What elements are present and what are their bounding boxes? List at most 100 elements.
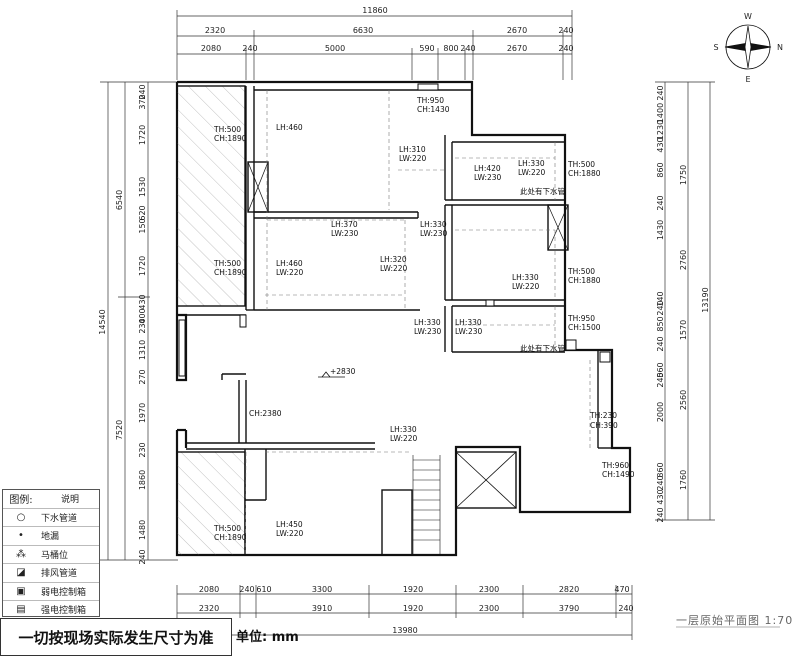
svg-text:E: E	[745, 75, 750, 84]
svg-text:7520: 7520	[115, 420, 124, 440]
svg-text:N: N	[777, 43, 783, 52]
svg-text:2000: 2000	[656, 402, 665, 422]
svg-text:240: 240	[656, 300, 665, 315]
weak-box-icon: ▣	[16, 585, 26, 597]
svg-text:LH:330: LH:330	[420, 220, 447, 229]
svg-text:CH:1880: CH:1880	[568, 169, 601, 178]
svg-text:2300: 2300	[479, 585, 499, 594]
svg-text:14540: 14540	[98, 309, 107, 334]
right-dimension-texts: 13190 1750 2760 1570 2560 1760 240 1400 …	[656, 85, 710, 522]
beam-lines	[244, 90, 591, 556]
svg-text:560: 560	[656, 362, 665, 377]
legend-item-label: 排风管道	[41, 569, 78, 580]
svg-text:LH:320: LH:320	[380, 255, 407, 264]
legend-item: ◪ 排风管道	[3, 563, 99, 582]
svg-text:430: 430	[656, 489, 665, 504]
svg-text:240: 240	[138, 549, 147, 564]
svg-text:LW:220: LW:220	[399, 154, 427, 163]
svg-text:2300: 2300	[479, 604, 499, 613]
svg-text:240: 240	[656, 475, 665, 490]
legend-item-label: 弱电控制箱	[41, 587, 87, 598]
svg-text:2320: 2320	[199, 604, 219, 613]
svg-text:620: 620	[138, 205, 147, 220]
svg-text:240: 240	[656, 372, 665, 387]
svg-text:1720: 1720	[138, 256, 147, 276]
compass-icon	[724, 24, 772, 70]
svg-text:240: 240	[239, 585, 254, 594]
svg-text:5000: 5000	[325, 44, 345, 53]
legend-panel: 图例: 说明 ○ 下水管道 • 地漏 ⁂ 马桶位 ◪ 排风管道 ▣ 弱电控制箱 …	[2, 489, 100, 617]
svg-text:240: 240	[656, 85, 665, 100]
top-dimensions	[176, 10, 573, 80]
svg-text:LW:230: LW:230	[414, 327, 442, 336]
svg-text:TH:500: TH:500	[213, 125, 241, 134]
legend-item: ▤ 强电控制箱	[3, 600, 99, 619]
svg-text:3300: 3300	[312, 585, 332, 594]
svg-text:LH:330: LH:330	[518, 159, 545, 168]
svg-text:2670: 2670	[507, 44, 527, 53]
svg-text:此处有下水管: 此处有下水管	[520, 343, 565, 353]
svg-text:2080: 2080	[199, 585, 219, 594]
svg-text:400: 400	[138, 308, 147, 323]
svg-text:LH:420: LH:420	[474, 164, 501, 173]
svg-text:610: 610	[256, 585, 271, 594]
svg-text:2670: 2670	[507, 26, 527, 35]
svg-text:1720: 1720	[138, 125, 147, 145]
svg-text:240: 240	[558, 44, 573, 53]
compass-letters: W E S N	[713, 12, 783, 84]
svg-text:230: 230	[138, 442, 147, 457]
svg-text:CH:390: CH:390	[590, 421, 618, 430]
svg-text:TH:500: TH:500	[213, 524, 241, 533]
left-dimension-texts: 14540 6540 7520 240 370 1720 1530 620 15…	[98, 84, 147, 564]
svg-text:240: 240	[656, 195, 665, 210]
svg-text:150: 150	[138, 218, 147, 233]
svg-text:LW:230: LW:230	[420, 229, 448, 238]
legend-item-label: 下水管道	[41, 513, 78, 524]
svg-text:1860: 1860	[138, 470, 147, 490]
svg-text:140: 140	[656, 291, 665, 306]
top-dimension-texts: 11860 2320 6630 2670 240 2080 240 5000 5…	[201, 6, 574, 53]
units-label: 单位: mm	[236, 630, 299, 645]
room-labels: TH:500 CH:1890 LH:460 TH:950 CH:1430 LH:…	[213, 96, 635, 542]
svg-text:430: 430	[656, 137, 665, 152]
svg-text:LW:220: LW:220	[518, 168, 546, 177]
svg-text:LH:460: LH:460	[276, 123, 303, 132]
right-dimensions	[655, 81, 715, 521]
svg-text:1760: 1760	[679, 470, 688, 490]
svg-text:240: 240	[656, 336, 665, 351]
svg-text:3790: 3790	[559, 604, 579, 613]
plan-title: 一层原始平面图 1:70	[676, 614, 794, 627]
level-marker	[318, 371, 345, 378]
svg-text:1970: 1970	[138, 403, 147, 423]
svg-text:LW:220: LW:220	[380, 264, 408, 273]
legend-item-label: 强电控制箱	[41, 606, 87, 617]
legend-header-text: 说明	[60, 495, 79, 506]
svg-text:LH:330: LH:330	[512, 273, 539, 282]
site-measurement-note: 一切按现场实际发生尺寸为准	[0, 618, 232, 656]
svg-text:LW:220: LW:220	[390, 434, 418, 443]
legend-item: • 地漏	[3, 526, 99, 545]
svg-text:240: 240	[460, 44, 475, 53]
svg-text:CH:1890: CH:1890	[214, 268, 247, 277]
svg-text:TH:950: TH:950	[416, 96, 444, 105]
svg-text:此处有下水管: 此处有下水管	[520, 186, 565, 196]
dim-top-overall: 11860	[362, 6, 387, 15]
svg-text:2760: 2760	[679, 250, 688, 270]
interior-walls	[176, 85, 612, 556]
svg-text:860: 860	[656, 162, 665, 177]
svg-text:270: 270	[138, 369, 147, 384]
svg-text:370: 370	[138, 94, 147, 109]
svg-text:240: 240	[558, 26, 573, 35]
svg-text:CH:1880: CH:1880	[568, 276, 601, 285]
svg-text:TH:960: TH:960	[601, 461, 629, 470]
svg-text:S: S	[713, 43, 718, 52]
svg-text:CH:1890: CH:1890	[214, 134, 247, 143]
svg-text:240: 240	[618, 604, 633, 613]
svg-text:1230: 1230	[656, 120, 665, 140]
svg-text:LH:330: LH:330	[390, 425, 417, 434]
svg-text:TH:500: TH:500	[567, 267, 595, 276]
svg-text:2080: 2080	[201, 44, 221, 53]
svg-text:470: 470	[614, 585, 629, 594]
exhaust-icon: ◪	[16, 567, 26, 579]
svg-text:230: 230	[138, 318, 147, 333]
